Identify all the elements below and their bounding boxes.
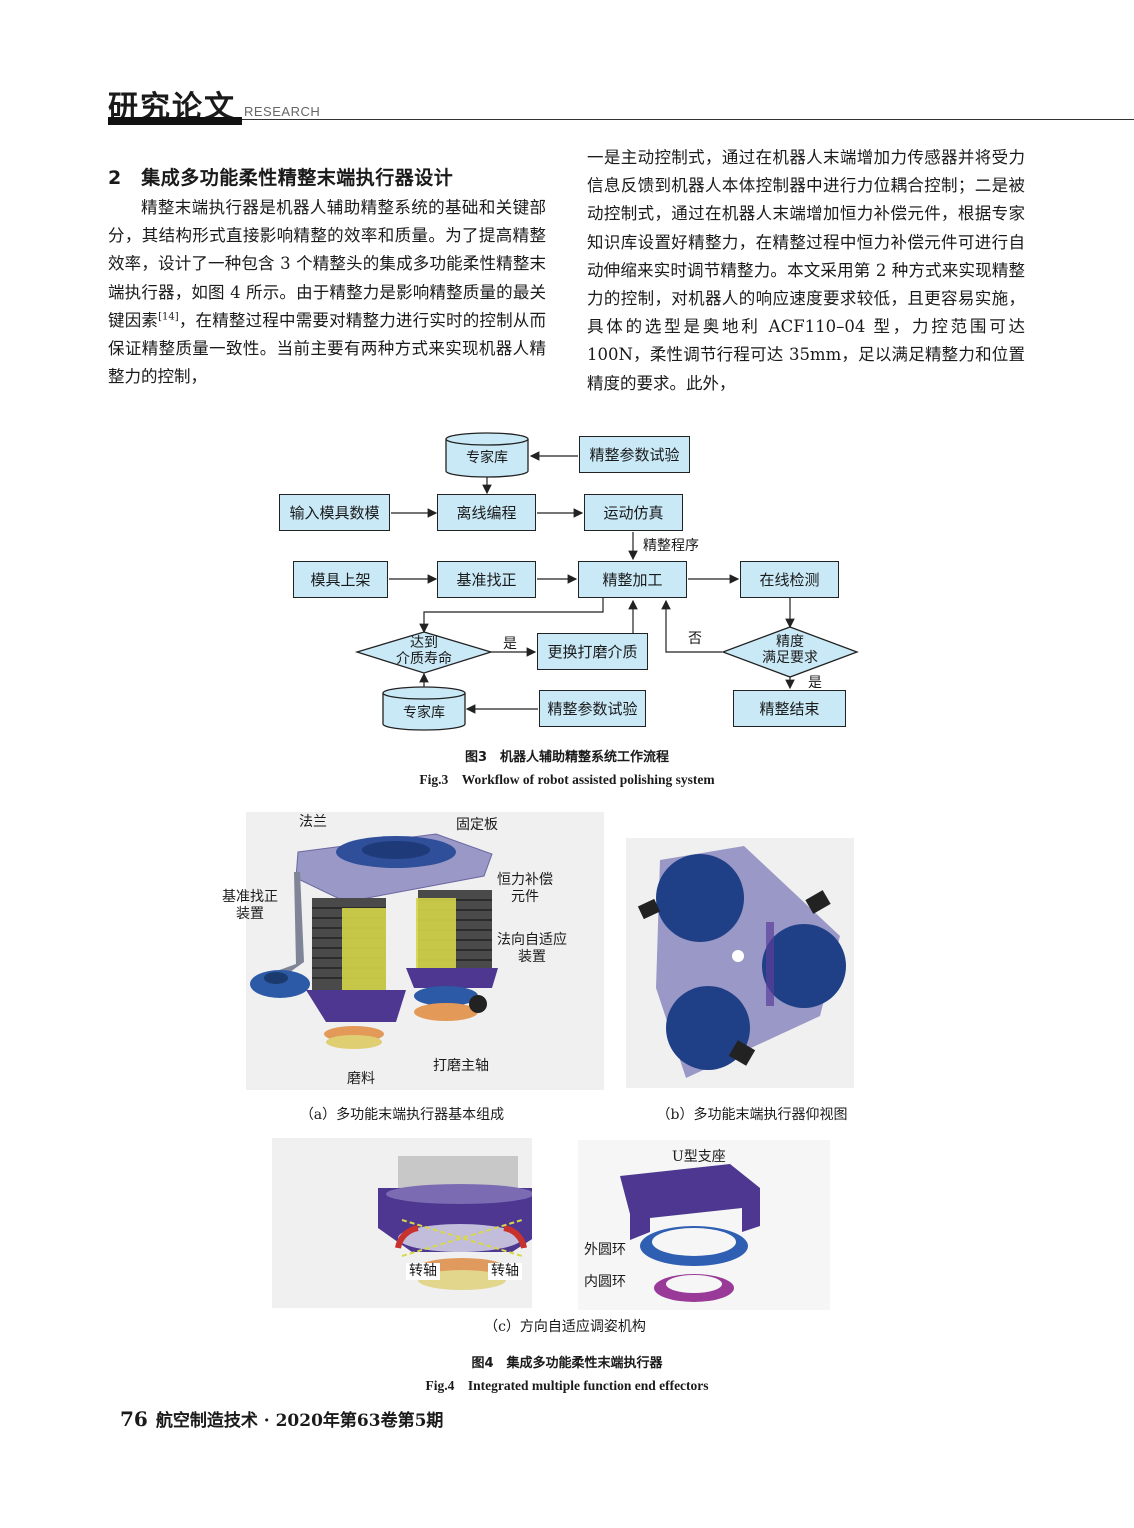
node-polish-process: 精整加工 <box>578 561 687 598</box>
fig4a-subcaption: （a）多功能末端执行器基本组成 <box>299 1107 505 1123</box>
body-text-left: 精整末端执行器是机器人辅助精整系统的基础和关键部分，其结构形式直接影响精整的效率… <box>108 198 546 330</box>
node-polish-end: 精整结束 <box>733 690 846 727</box>
fig4c-subcaption: （c）方向自适应调姿机构 <box>484 1319 646 1335</box>
node-mold-mount: 模具上架 <box>293 561 388 598</box>
adaptive-mechanism-render <box>378 1156 542 1290</box>
node-precision-ok: 精度 满足要求 <box>762 634 818 666</box>
node-offline-programming: 离线编程 <box>437 494 536 531</box>
node-replace-medium: 更换打磨介质 <box>537 633 648 670</box>
label-abrasive: 磨料 <box>347 1071 375 1087</box>
decision-shapes <box>354 626 859 678</box>
label-u-support: U型支座 <box>672 1149 726 1165</box>
page-footer: 76 航空制造技术 · 2020年第63卷第5期 <box>120 1406 443 1431</box>
fig4b-illustration <box>626 838 854 1088</box>
node-online-inspect: 在线检测 <box>740 561 839 598</box>
body-text-left-tail: ，在精整过程中需要对精整力进行实时的控制从而保证精整质量一致性。当前主要有两种方… <box>108 310 547 387</box>
label-polish-program: 精整程序 <box>643 538 699 554</box>
node-param-test-bottom: 精整参数试验 <box>539 690 646 727</box>
section-heading: 2 集成多功能柔性精整末端执行器设计 <box>108 167 454 189</box>
label-yes-1: 是 <box>503 636 517 652</box>
label-datum-device: 基准找正 装置 <box>222 889 278 922</box>
fig4b-subcaption: （b）多功能末端执行器仰视图 <box>656 1107 848 1123</box>
fig3-caption-en: Fig.3 Workflow of robot assisted polishi… <box>419 772 715 787</box>
journal-info: 航空制造技术 · 2020年第63卷第5期 <box>155 1411 444 1431</box>
label-inner-ring: 内圆环 <box>584 1274 626 1290</box>
label-normal-adapt: 法向自适应 装置 <box>497 932 567 965</box>
node-reach-life: 达到 介质寿命 <box>396 635 452 667</box>
node-motion-simulation: 运动仿真 <box>584 494 683 531</box>
page-number: 76 <box>120 1407 148 1431</box>
end-effector-render <box>250 833 498 1049</box>
node-input-model: 输入模具数模 <box>279 494 390 531</box>
label-outer-ring: 外圆环 <box>584 1242 626 1258</box>
label-shaft-left: 转轴 <box>406 1263 440 1280</box>
label-const-force: 恒力补偿 元件 <box>497 872 553 905</box>
fig4-caption-en: Fig.4 Integrated multiple function end e… <box>425 1378 709 1393</box>
flow-connectors <box>354 432 859 731</box>
label-flange: 法兰 <box>299 814 327 830</box>
label-shaft-right: 转轴 <box>488 1263 522 1280</box>
running-header-subtitle: RESEARCH <box>244 104 321 119</box>
fig4c-left-illustration <box>272 1138 542 1308</box>
label-fixed-plate: 固定板 <box>456 817 498 833</box>
label-spindle: 打磨主轴 <box>433 1058 489 1074</box>
label-no: 否 <box>688 631 702 647</box>
database-shapes <box>382 432 529 731</box>
citation-ref: [14] <box>158 311 179 323</box>
bottom-view-render <box>637 846 846 1078</box>
header-rule-thick <box>108 117 242 125</box>
body-column-right: 一是主动控制式，通过在机器人末端增加力传感器并将受力信息反馈到机器人本体控制器中… <box>587 144 1025 398</box>
node-expert-db-bottom: 专家库 <box>403 705 445 721</box>
fig3-caption-zh: 图3 机器人辅助精整系统工作流程 <box>464 750 670 765</box>
header-rule-thin <box>242 119 1134 120</box>
body-text-right: 一是主动控制式，通过在机器人末端增加力传感器并将受力信息反馈到机器人本体控制器中… <box>587 148 1025 393</box>
label-yes-2: 是 <box>808 675 822 691</box>
fig4c-right-illustration <box>578 1140 830 1310</box>
exploded-rings-render <box>620 1164 760 1302</box>
fig4-caption-zh: 图4 集成多功能柔性末端执行器 <box>471 1356 663 1371</box>
node-datum-align: 基准找正 <box>437 561 536 598</box>
fig4a-illustration <box>246 812 604 1090</box>
node-expert-db-top: 专家库 <box>466 450 508 466</box>
node-param-test-top: 精整参数试验 <box>579 436 690 473</box>
body-column-left: 精整末端执行器是机器人辅助精整系统的基础和关键部分，其结构形式直接影响精整的效率… <box>108 194 546 391</box>
